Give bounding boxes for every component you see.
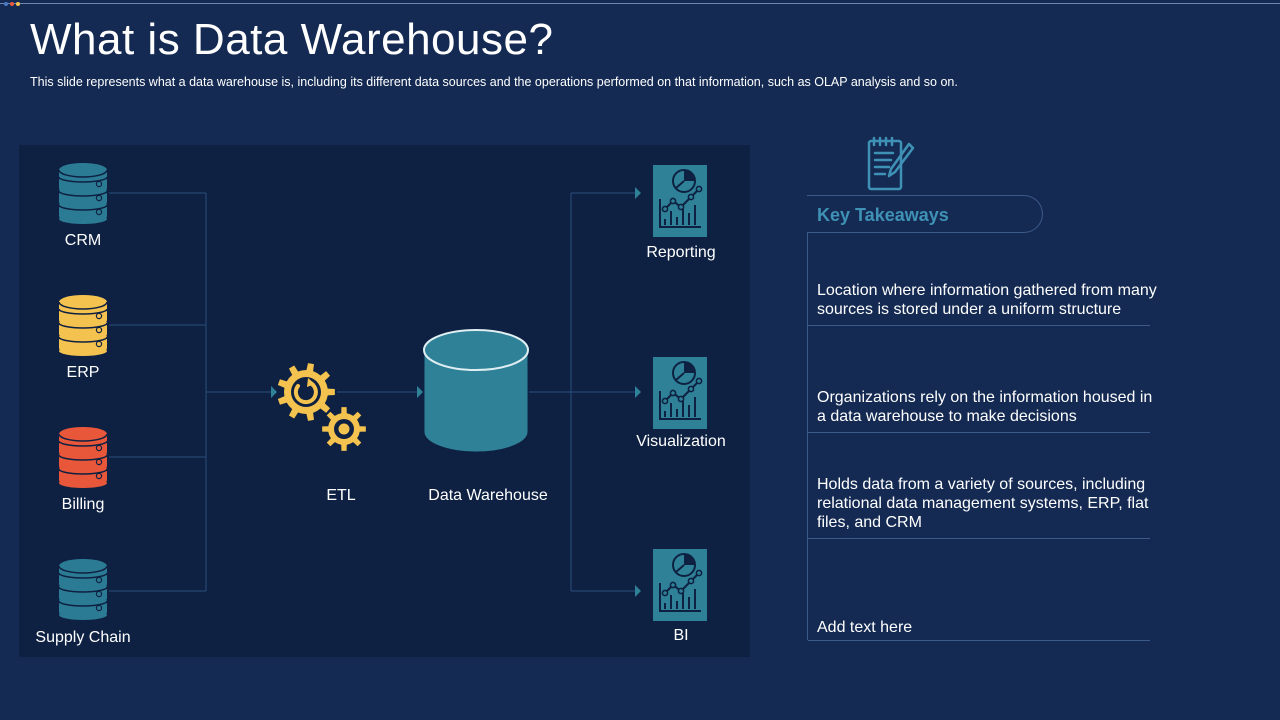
takeaway-item: Location where information gathered from… — [817, 282, 1157, 318]
output-label-bi: BI — [673, 627, 689, 644]
page-title: What is Data Warehouse? — [30, 15, 554, 64]
source-label-crm: CRM — [64, 232, 102, 249]
etl-label: ETL — [326, 487, 356, 504]
takeaway-item: Holds data from a variety of sources, in… — [817, 476, 1149, 531]
report-chart-icon — [653, 549, 707, 621]
output-label-reporting: Reporting — [646, 244, 716, 261]
output-label-visualization: Visualization — [636, 433, 726, 450]
source-label-billing: Billing — [61, 496, 105, 513]
takeaway-item: Organizations rely on the information ho… — [817, 389, 1153, 425]
key-takeaways-heading: Key Takeaways — [817, 205, 949, 225]
top-rule — [0, 3, 1280, 4]
database-stack-icon — [58, 163, 108, 224]
takeaway-divider — [808, 640, 1150, 641]
cylinder-icon — [423, 329, 529, 453]
takeaways-vertical-rule — [807, 233, 808, 640]
takeaway-divider — [808, 538, 1150, 539]
gears-icon — [277, 363, 366, 451]
diagram-panel: CRM ERP Billing Supply Chain ETL Data Wa… — [19, 145, 750, 657]
key-takeaways-tab — [807, 195, 1043, 233]
connector-lines — [109, 187, 641, 597]
report-chart-icon — [653, 357, 707, 429]
database-stack-icon — [58, 559, 108, 620]
notepad-pencil-icon — [867, 136, 915, 191]
database-stack-icon — [58, 295, 108, 356]
report-chart-icon — [653, 165, 707, 237]
source-label-supply-chain: Supply Chain — [35, 629, 131, 646]
source-label-erp: ERP — [66, 364, 100, 381]
warehouse-label: Data Warehouse — [428, 487, 548, 504]
database-stack-icon — [58, 427, 108, 488]
takeaway-divider — [808, 325, 1150, 326]
takeaway-item: Add text here — [817, 619, 913, 636]
takeaway-divider — [808, 432, 1150, 433]
top-dots — [4, 2, 20, 6]
page-subtitle: This slide represents what a data wareho… — [30, 75, 958, 89]
